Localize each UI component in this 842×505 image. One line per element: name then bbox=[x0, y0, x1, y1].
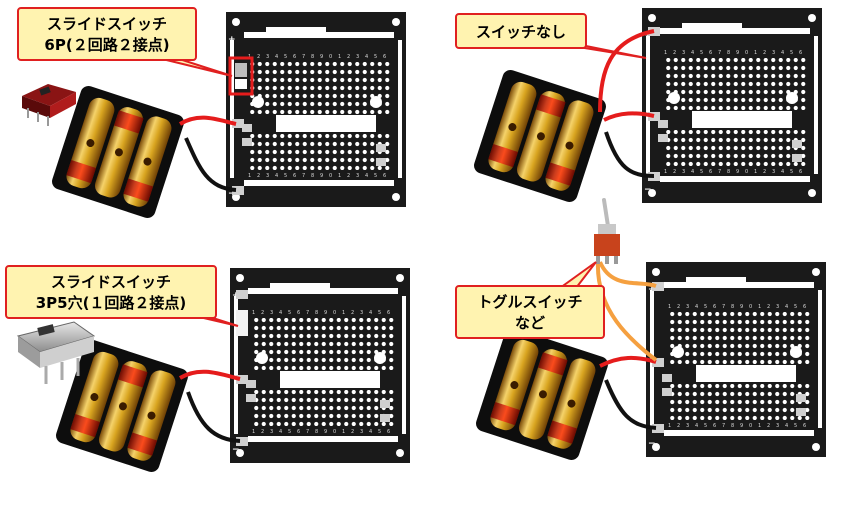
red-wire bbox=[178, 115, 237, 126]
minus-terminal bbox=[236, 437, 248, 446]
red-wire bbox=[598, 29, 655, 113]
black-wire bbox=[604, 131, 655, 178]
panel-no-switch: スイッチなし bbox=[455, 8, 822, 205]
pcb-board bbox=[646, 262, 826, 457]
battery-holder bbox=[53, 337, 191, 475]
minus-terminal bbox=[652, 424, 664, 433]
switch-pad bbox=[236, 310, 248, 336]
black-wire bbox=[186, 391, 241, 443]
pcb-board bbox=[230, 268, 410, 463]
red-wire bbox=[599, 355, 657, 368]
plus-terminal bbox=[236, 375, 248, 384]
red-wire bbox=[603, 111, 655, 122]
panel-slide-switch-6p: スライドスイッチ 6P(２回路２接点) bbox=[17, 7, 406, 221]
orange-wire bbox=[598, 261, 657, 288]
callout-slide-6p: スライドスイッチ 6P(２回路２接点) bbox=[17, 7, 233, 77]
callout-line: トグルスイッチ bbox=[477, 293, 582, 311]
toggle-switch-photo bbox=[594, 198, 620, 264]
callout-line: スライドスイッチ bbox=[47, 15, 167, 33]
black-wire bbox=[184, 137, 237, 192]
slide-switch-photo bbox=[22, 84, 76, 126]
callout-line: 3P5穴(１回路２接点) bbox=[36, 294, 187, 312]
callout-toggle: トグルスイッチ など bbox=[455, 261, 605, 339]
pcb-board bbox=[226, 12, 406, 207]
minus-terminal bbox=[232, 186, 244, 195]
panel-toggle-switch: トグルスイッチ など bbox=[455, 198, 826, 463]
battery-holder bbox=[473, 325, 611, 463]
red-wire bbox=[178, 369, 241, 381]
callout-slide-3p: スライドスイッチ 3P5穴(１回路２接点) bbox=[5, 265, 239, 327]
callout-line: 6P(２回路２接点) bbox=[44, 36, 169, 54]
callout-line: スイッチなし bbox=[476, 23, 566, 41]
plus-terminal bbox=[232, 119, 244, 128]
panel-slide-switch-3p: スライドスイッチ 3P5穴(１回路２接点) bbox=[5, 265, 410, 475]
callout-line: など bbox=[515, 314, 545, 332]
plus-terminal bbox=[652, 358, 664, 367]
bypass-terminal bbox=[648, 112, 660, 121]
switch-terminal bbox=[652, 282, 664, 291]
slide-switch-3p-photo bbox=[16, 321, 96, 384]
callout-no-switch: スイッチなし bbox=[455, 13, 647, 59]
pcb-board bbox=[642, 8, 822, 203]
switch-pad bbox=[235, 79, 247, 89]
black-wire bbox=[604, 379, 657, 430]
orange-wire bbox=[595, 261, 658, 362]
switch-terminal bbox=[236, 290, 248, 299]
switch-pad bbox=[235, 63, 247, 77]
battery-holder bbox=[471, 67, 609, 205]
callout-line: スライドスイッチ bbox=[51, 273, 171, 291]
